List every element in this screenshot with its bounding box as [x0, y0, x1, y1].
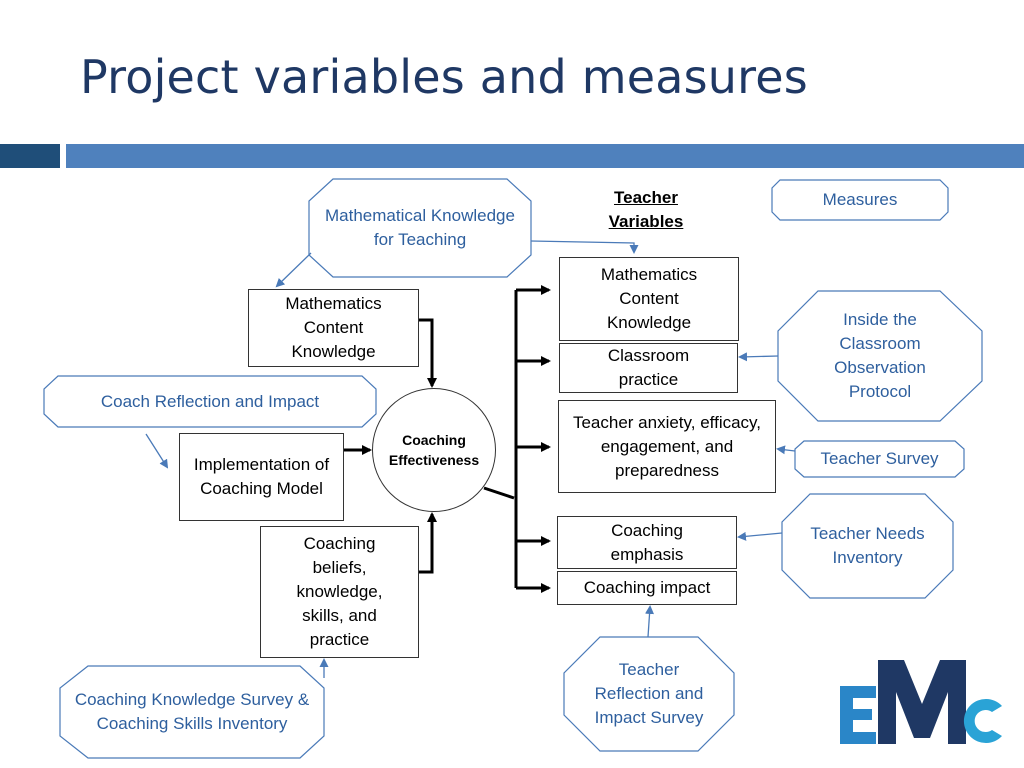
measure-coaching-knowledge-survey: Coaching Knowledge Survey & Coaching Ski…: [74, 690, 310, 733]
coaching-effectiveness-node: Coaching Effectiveness: [372, 388, 496, 512]
coaching-emphasis-node: Coaching emphasis: [557, 516, 737, 569]
teacher-math-knowledge-node: Mathematics Content Knowledge: [559, 257, 739, 341]
arrow-center-to-branch: [483, 486, 515, 500]
teacher-variables-heading: Teacher Variables: [608, 188, 684, 231]
logo-letter-c: [963, 699, 1002, 743]
measure-coach-reflection: Coach Reflection and Impact: [100, 391, 320, 411]
mkt-measure-shape: [308, 178, 532, 278]
arrow-math-to-center: [419, 318, 437, 388]
coach-reflection-measure-shape: [43, 375, 377, 428]
coaching-beliefs-node: Coaching beliefs, knowledge, skills, and…: [260, 526, 419, 658]
coaching-impact-node: Coaching impact: [557, 571, 737, 605]
title-band-dark: [0, 144, 60, 168]
measure-teacher-reflection: Teacher Reflection and Impact Survey: [594, 660, 704, 727]
teacher-anxiety-node: Teacher anxiety, efficacy, engagement, a…: [558, 400, 776, 493]
measure-arrow-teacher-reflection: [645, 605, 655, 638]
coach-math-knowledge-node: Mathematics Content Knowledge: [248, 289, 419, 367]
title-band-light: [66, 144, 1024, 168]
measures-legend: Measures: [822, 190, 898, 209]
implementation-node: Implementation of Coaching Model: [179, 433, 344, 521]
emc-logo: [840, 660, 1002, 744]
classroom-practice-node: Classroom practice: [559, 343, 738, 393]
coaching-knowledge-survey-measure-shape: [59, 665, 325, 759]
measures-legend-shape: [771, 179, 949, 221]
measure-arrow-teacher-survey: [776, 445, 796, 455]
measure-teacher-needs: Teacher Needs Inventory: [810, 524, 925, 567]
inside-classroom-measure-shape: [777, 290, 983, 422]
measure-teacher-survey: Teacher Survey: [820, 449, 939, 468]
measure-mkt: Mathematical Knowledge for Teaching: [325, 206, 515, 249]
measure-arrow-teacher-needs: [737, 531, 783, 541]
measure-arrow-mkt-to-coach-math: [275, 252, 312, 288]
measure-inside-classroom: Inside the Classroom Observation Protoco…: [834, 310, 926, 401]
logo-letter-e: [840, 686, 876, 744]
measure-arrow-inside-classroom: [738, 352, 779, 362]
teacher-reflection-measure-shape: [563, 636, 735, 752]
logo-letter-m: [878, 660, 966, 744]
measure-arrow-mkt-to-teacher-math: [530, 240, 639, 254]
arrow-beliefs-to-center: [419, 512, 437, 574]
slide-title: Project variables and measures: [80, 50, 808, 104]
teacher-survey-measure-shape: [794, 440, 965, 478]
teacher-needs-measure-shape: [781, 493, 954, 599]
measure-arrow-reflection-to-implementation: [145, 433, 169, 469]
